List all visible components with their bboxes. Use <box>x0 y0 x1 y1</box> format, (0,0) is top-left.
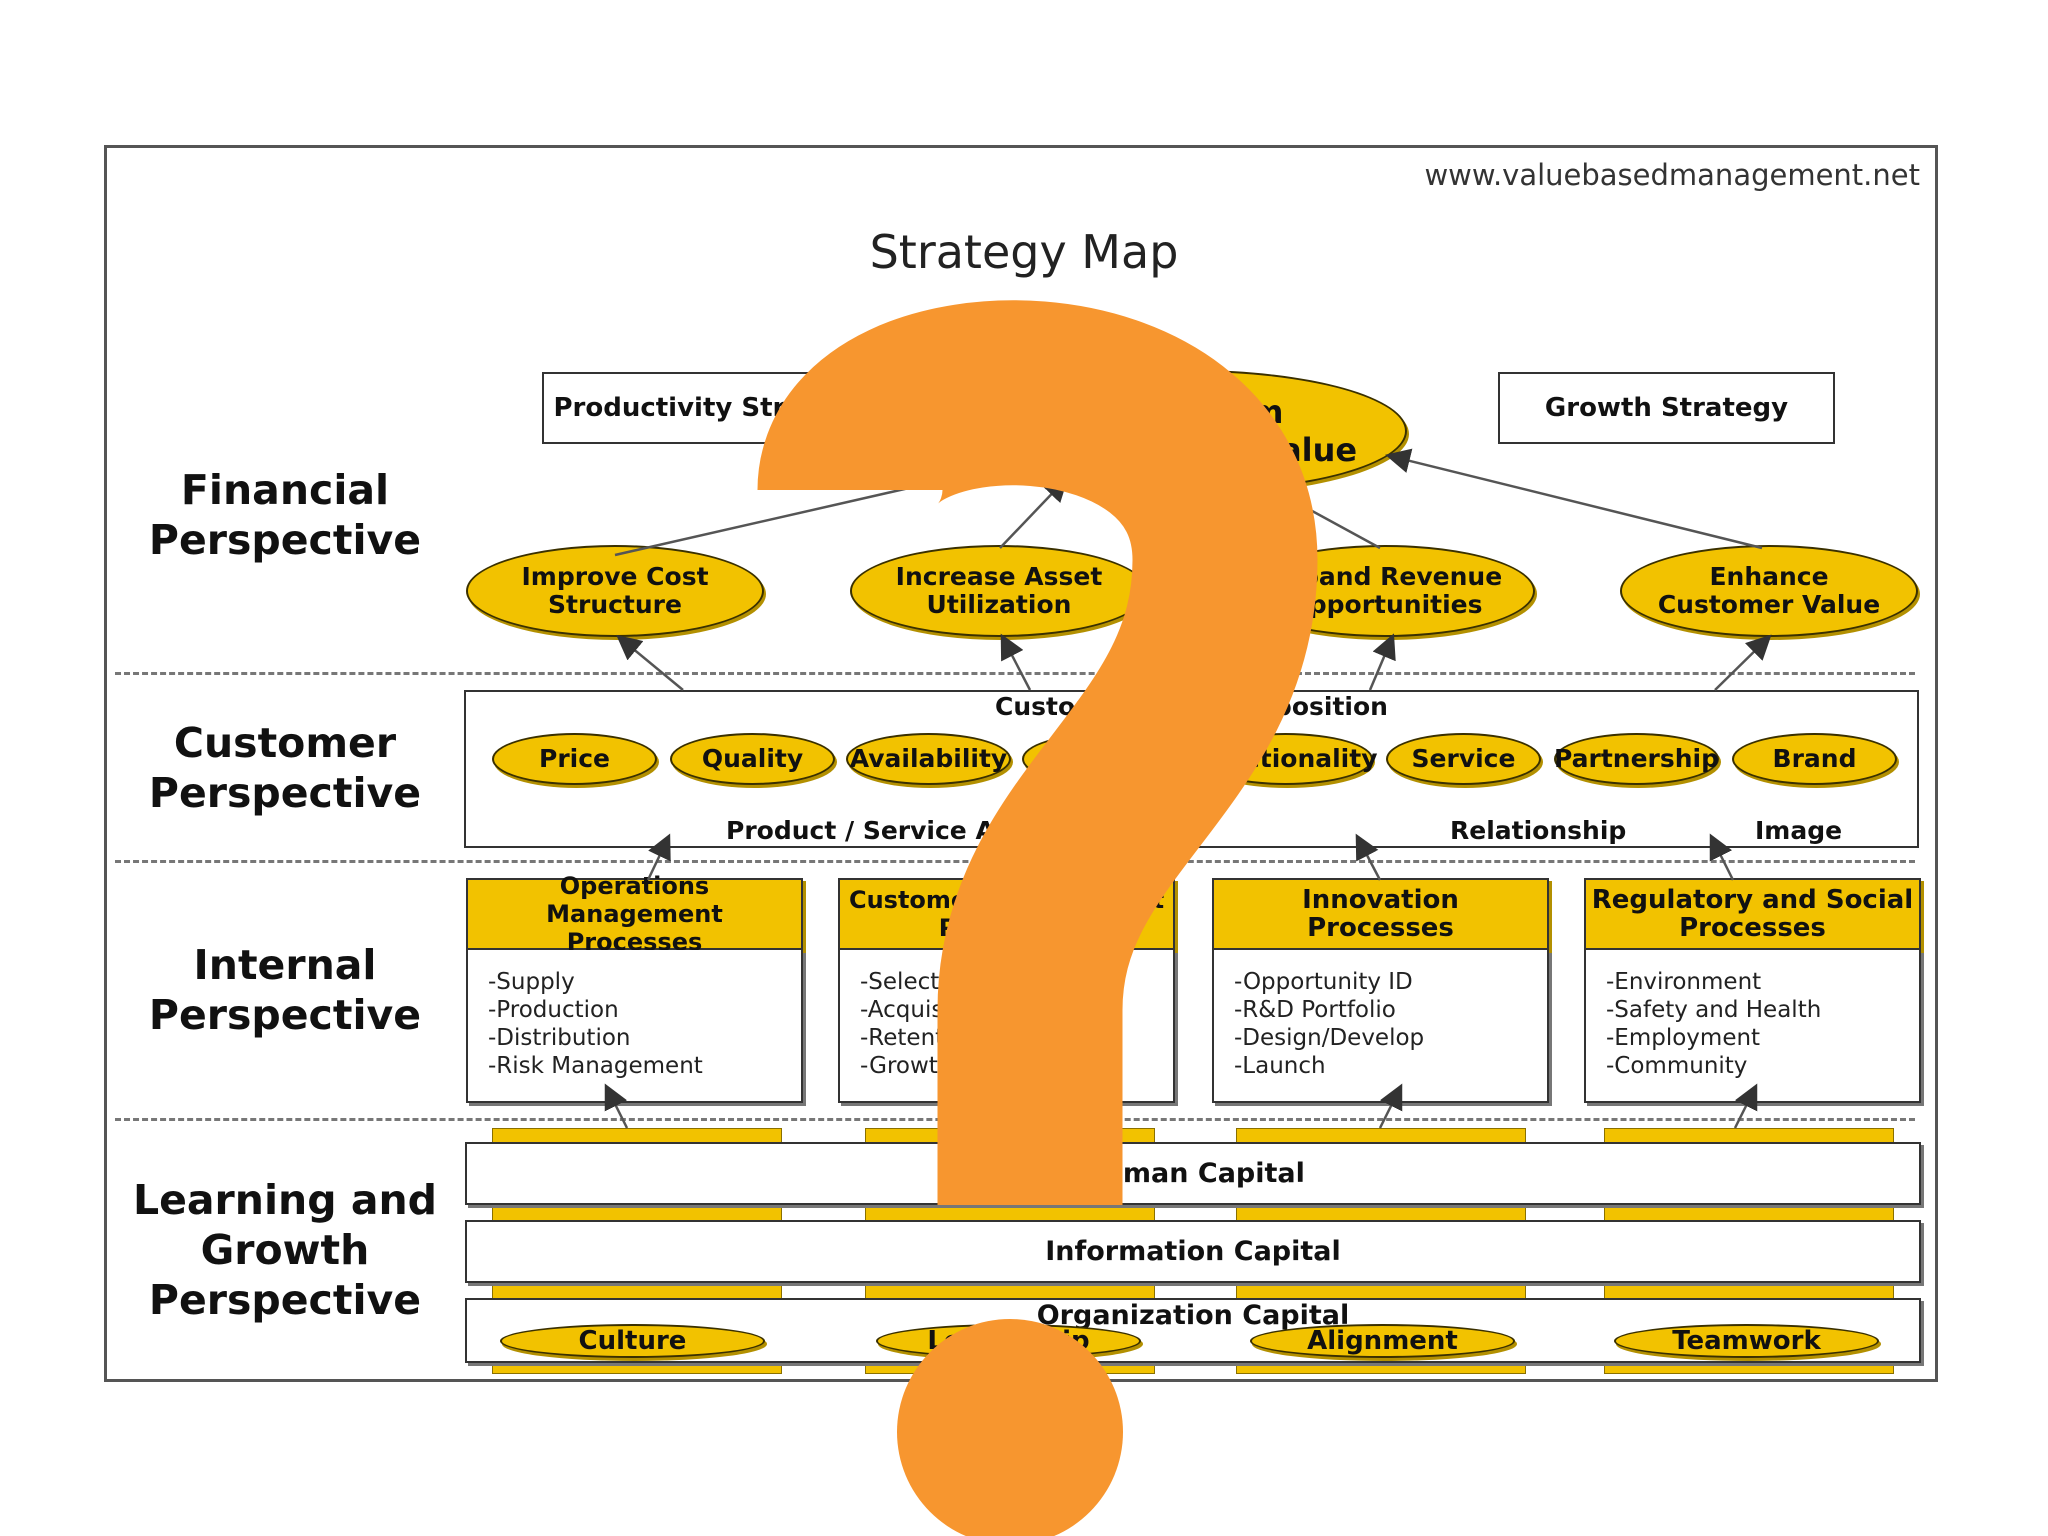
process-item: -Launch <box>1234 1053 1326 1079</box>
objective-expand-revenue-opportunities: Expand Revenue Opportunities <box>1235 545 1535 637</box>
growth-strategy-box: Growth Strategy <box>1498 372 1835 444</box>
source-url: www.valuebasedmanagement.net <box>1424 158 1920 192</box>
process-item: -Growth <box>860 1053 953 1079</box>
diagram-title: Strategy Map <box>869 225 1179 279</box>
process-item: -Retention <box>860 1025 980 1051</box>
attribute-quality: Quality <box>670 733 835 785</box>
attribute-functionality: Functionality <box>1194 733 1378 785</box>
process-operations-management-header: Operations Management Processes <box>466 872 803 956</box>
process-regulatory-social-header: Regulatory and Social Processes <box>1584 878 1921 950</box>
divider-customer-internal <box>115 860 1915 863</box>
process-item: -Community <box>1606 1053 1748 1079</box>
human-capital-band: Human Capital <box>465 1142 1921 1205</box>
process-item: -Selection <box>860 969 975 995</box>
attribute-partnership: Partnership <box>1554 733 1719 785</box>
learning-growth-perspective-label: Learning and Growth Perspective <box>132 1176 438 1324</box>
org-item-teamwork: Teamwork <box>1614 1324 1879 1358</box>
divider-internal-learning <box>115 1118 1915 1121</box>
long-term-shareholder-value-oval: Long-Term Shareholder Value <box>975 370 1407 492</box>
attribute-selection: Selection <box>1022 733 1187 785</box>
product-service-attributes-label: Product / Service Attributes <box>726 816 1120 845</box>
customer-value-proposition-header: Customer Value Proposition <box>995 692 1388 721</box>
relationship-label: Relationship <box>1450 816 1627 845</box>
process-item: -Design/Develop <box>1234 1025 1425 1051</box>
attribute-service: Service <box>1386 733 1541 785</box>
internal-perspective-label: Internal Perspective <box>148 941 422 1039</box>
process-item: -Production <box>488 997 619 1023</box>
image-label: Image <box>1755 816 1843 845</box>
process-item: -R&D Portfolio <box>1234 997 1396 1023</box>
objective-increase-asset-utilization: Increase Asset Utilization <box>850 545 1148 637</box>
org-item-leadership: Leadership <box>876 1324 1141 1358</box>
process-item: -Supply <box>488 969 575 995</box>
objective-enhance-customer-value: Enhance Customer Value <box>1620 545 1918 637</box>
org-item-alignment: Alignment <box>1250 1324 1515 1358</box>
customer-perspective-label: Customer Perspective <box>148 719 422 817</box>
attribute-price: Price <box>492 733 657 785</box>
process-innovation-header: Innovation Processes <box>1212 878 1549 950</box>
process-operations-management-body: -Supply -Production -Distribution -Risk … <box>466 950 803 1103</box>
process-item: -Opportunity ID <box>1234 969 1413 995</box>
attribute-availability: Availability <box>846 733 1011 785</box>
process-item: -Environment <box>1606 969 1762 995</box>
objective-improve-cost-structure: Improve Cost Structure <box>466 545 764 637</box>
process-customer-management-body: -Selection -Acquisition -Retention -Grow… <box>838 950 1175 1103</box>
process-innovation-body: -Opportunity ID -R&D Portfolio -Design/D… <box>1212 950 1549 1103</box>
process-item: -Acquisition <box>860 997 994 1023</box>
attribute-brand: Brand <box>1732 733 1897 785</box>
divider-financial-customer <box>115 672 1915 675</box>
process-item: -Safety and Health <box>1606 997 1822 1023</box>
financial-perspective-label: Financial Perspective <box>148 466 422 564</box>
information-capital-band: Information Capital <box>465 1220 1921 1283</box>
productivity-strategy-box: Productivity Strategy <box>542 372 880 444</box>
process-regulatory-social-body: -Environment -Safety and Health -Employm… <box>1584 950 1921 1103</box>
process-item: -Distribution <box>488 1025 631 1051</box>
process-customer-management-header: Customer Management Processes <box>838 878 1175 950</box>
org-item-culture: Culture <box>500 1324 765 1358</box>
process-item: -Employment <box>1606 1025 1761 1051</box>
process-item: -Risk Management <box>488 1053 703 1079</box>
